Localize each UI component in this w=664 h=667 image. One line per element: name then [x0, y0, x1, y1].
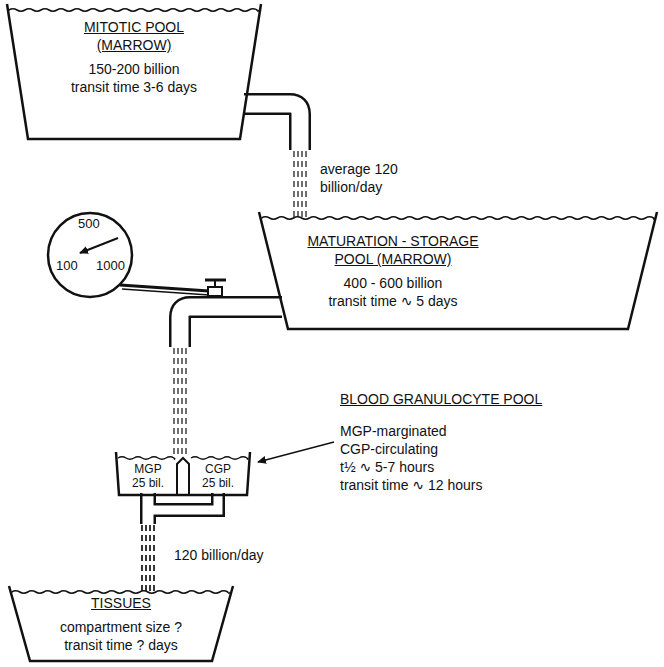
tank-divider [177, 458, 189, 495]
pipe-wall [244, 104, 300, 150]
gauge-scale: 100 [56, 258, 78, 273]
flow-pipe [142, 525, 154, 591]
pipe-bores [148, 104, 300, 524]
valve-handle [205, 279, 226, 282]
pool-detail: transit time ∿ 5 days [328, 292, 457, 310]
flow-stream [149, 525, 150, 591]
flow-stream [153, 525, 154, 591]
tank-wall [9, 586, 233, 661]
text-group: BLOOD GRANULOCYTE POOL MGP-marginatedCGP-… [340, 390, 542, 494]
flow-stream [185, 348, 186, 457]
gauge-needle [80, 238, 118, 253]
flow-stream [173, 348, 174, 457]
flow-stream [181, 348, 182, 457]
water-surface [9, 9, 259, 12]
marrow-tank: MITOTIC POOL (MARROW) 150-200 billiontran… [6, 4, 262, 140]
pool-detail: CGP-circulating [340, 440, 438, 458]
flow-stream [293, 151, 294, 217]
tank-wall [116, 452, 250, 495]
pool-detail: transit time 3-6 days [71, 78, 197, 96]
tissue-tank: TISSUES compartment size ?transit time ? … [8, 586, 234, 662]
pool-detail: transit time ∿ 12 hours [340, 476, 482, 494]
pipe-bore [148, 493, 218, 524]
flow-pipe [174, 348, 186, 457]
flow-stream [177, 348, 178, 457]
flow-stream [141, 525, 142, 591]
pool-detail: t½ ∿ 5-7 hours [340, 458, 434, 476]
water-surface [262, 217, 655, 220]
pool-compartment: CGP25 bil. [191, 460, 245, 496]
pipe-bore [244, 104, 300, 150]
water-surface [12, 591, 231, 594]
text-group: MGP25 bil. [121, 460, 175, 490]
pool-compartment: MGP25 bil. [121, 460, 175, 496]
pool-detail: transit time ? days [64, 636, 178, 654]
gauge-scale: 1000 [96, 258, 125, 273]
pool-heading: TISSUES [91, 594, 151, 612]
flow-stream [145, 525, 146, 591]
pool-size: 25 bil. [202, 476, 234, 490]
gauge-dial [48, 213, 132, 297]
valve-body [208, 287, 222, 296]
pool-size: CGP [205, 462, 231, 476]
tank-outline [258, 212, 658, 330]
gauge-stem [122, 289, 209, 295]
water-surface [118, 457, 175, 460]
marrow-tank: MATURATION - STORAGE POOL (MARROW) 400 - … [258, 212, 658, 330]
flow-stream [305, 151, 306, 217]
flow-stream [149, 525, 150, 591]
flow-rate: average 120 billion/day [318, 160, 440, 196]
text-group: CGP25 bil. [191, 460, 245, 490]
gauge-scale: 500 [78, 216, 100, 231]
text-group: MITOTIC POOL (MARROW) 150-200 billiontran… [6, 4, 262, 96]
flow-rate: 120 billion/day [172, 546, 266, 564]
leader-arrow [258, 442, 334, 462]
pipe-wall [180, 307, 282, 347]
pipe-outlines [148, 104, 300, 524]
pool-detail: 150-200 billion [88, 60, 179, 78]
pool-heading: MITOTIC POOL (MARROW) [69, 18, 199, 54]
pipe-wall [148, 493, 218, 524]
pool-size: MGP [134, 462, 161, 476]
flow-stream [153, 525, 154, 591]
water-surface [191, 457, 248, 460]
pool-detail: 400 - 600 billion [344, 274, 443, 292]
flow-pipe [294, 151, 306, 217]
text-group: TISSUES compartment size ?transit time ? … [8, 586, 234, 654]
flow-stream [297, 151, 298, 217]
flow-pipe [142, 525, 154, 591]
flow-stream [301, 151, 302, 217]
tank-wall [7, 4, 261, 139]
pool-heading: MATURATION - STORAGE POOL (MARROW) [288, 232, 498, 268]
flow-stream [141, 525, 142, 591]
blood-tank: BLOOD GRANULOCYTE POOLMGP-marginatedCGP-… [115, 452, 251, 496]
flow-stream [145, 525, 146, 591]
pool-detail: compartment size ? [60, 618, 182, 636]
pool-detail: MGP-marginated [340, 422, 447, 440]
pool-size: 25 bil. [132, 476, 164, 490]
pipe-bore [180, 307, 282, 347]
pool-heading: BLOOD GRANULOCYTE POOL [340, 390, 542, 408]
tank-wall [259, 212, 657, 329]
text-group: MATURATION - STORAGE POOL (MARROW) 400 - … [258, 212, 658, 310]
